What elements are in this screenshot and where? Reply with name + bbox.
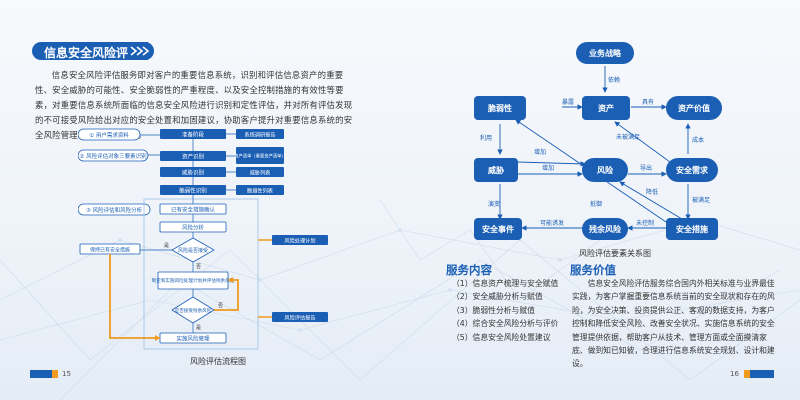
answer-label: 是 xyxy=(196,325,201,331)
svg-text:安全措施: 安全措施 xyxy=(676,224,708,234)
list-item: （4）综合安全风险分析与评价 xyxy=(452,319,559,329)
decision-risk-acceptable: 风险是否接受 xyxy=(178,247,208,254)
svg-text:安全需求: 安全需求 xyxy=(676,165,709,175)
chevrons-icon xyxy=(128,42,154,60)
edge-label: 增加 xyxy=(534,148,546,156)
edge-label: 被满足 xyxy=(692,196,710,204)
edge-label: 可能诱发 xyxy=(540,219,564,227)
diagram-node: 残余风险 xyxy=(582,218,628,240)
edge-label: 利用 xyxy=(480,134,492,142)
answer-label: 否 xyxy=(196,264,201,270)
flow-step: 风险分析 xyxy=(182,224,205,232)
svg-text:资产价值: 资产价值 xyxy=(678,103,710,113)
value-paragraph: 信息安全风险评估服务综合国内外相关标准与业界最佳实践，为客户掌握重要信息系统当前… xyxy=(572,279,775,369)
list-item: （2）安全威胁分析与赋值 xyxy=(452,292,543,302)
phase-label: ③ 风险评估和风险分析 xyxy=(78,203,151,216)
answer-label: 是 xyxy=(164,243,169,249)
list-item: （3）脆弱性分析与赋值 xyxy=(452,305,535,315)
diagram-node: 脆弱性 xyxy=(474,96,526,120)
side-label: 资产清单（重要资产清单） xyxy=(234,153,286,160)
footer-accent-left xyxy=(52,370,58,378)
edge-label: 成本 xyxy=(692,136,704,144)
footer-bar-left xyxy=(30,370,52,378)
flow-step: 脆弱性识别 xyxy=(179,187,207,195)
phase-label: ② 风险评估对象三要素识别 xyxy=(78,149,149,162)
edge-label: 暴露 xyxy=(562,99,574,106)
svg-text:威胁: 威胁 xyxy=(488,165,504,175)
footer-accent-right xyxy=(744,370,750,378)
svg-text:业务战略: 业务战略 xyxy=(589,48,622,58)
services-title: 服务内容 xyxy=(446,263,492,277)
decision-residual-risk: 是否接受残余风险 xyxy=(175,307,212,314)
diagram-node: 风险 xyxy=(582,158,628,182)
side-label: 系统调研报告 xyxy=(244,131,275,139)
diagram-node: 安全需求 xyxy=(666,158,718,182)
diagram-node: 资产价值 xyxy=(666,96,722,120)
side-label: 威胁列表 xyxy=(250,169,272,177)
page-number-right: 16 xyxy=(730,370,739,378)
diagram-node: 威胁 xyxy=(474,158,518,182)
page-number-left: 15 xyxy=(62,370,71,378)
edge-label: 演变 xyxy=(488,200,500,208)
flow-step: 准备阶段 xyxy=(182,131,205,139)
flow-step: 已有安全措施确认 xyxy=(171,206,216,214)
edge-label: 依赖 xyxy=(608,76,620,84)
risk-elements-diagram: 业务战略 脆弱性 资产 资产价值 威胁 风险 安全需求 安全事件 残余风险 安全… xyxy=(474,42,722,240)
flow-step: 实施风险管理 xyxy=(176,335,210,343)
diagram-node: 资产 xyxy=(582,96,630,120)
flow-step: 资产识别 xyxy=(182,153,204,161)
diagram-node: 安全事件 xyxy=(474,218,522,240)
svg-text:③ 风险评估和风险分析: ③ 风险评估和风险分析 xyxy=(86,206,143,214)
side-label: 风险评估报告 xyxy=(284,314,315,322)
services-list: （1）信息资产梳理与安全赋值 （2）安全威胁分析与赋值 （3）脆弱性分析与赋值 … xyxy=(452,277,558,344)
list-item: （5）信息安全风险处置建议 xyxy=(452,332,551,342)
list-item: （1）信息资产梳理与安全赋值 xyxy=(452,279,559,288)
phase-label: ① 用户需求资料 xyxy=(78,128,141,141)
svg-text:残余风险: 残余风险 xyxy=(589,224,622,234)
side-label: 风险处理计划 xyxy=(284,237,315,245)
footer-bar-right xyxy=(750,370,774,378)
flow-step: 制定和实施风险处理计划并评估残余风险 xyxy=(152,277,235,284)
diagram-node: 业务战略 xyxy=(576,42,634,64)
flow-step: 保持已有安全措施 xyxy=(90,247,130,254)
edge-label: 降低 xyxy=(646,188,658,196)
section-title: 信息安全风险评估 xyxy=(32,42,149,60)
answer-label: 否 xyxy=(218,303,223,309)
edge-label: 具有 xyxy=(642,98,654,106)
svg-text:风险: 风险 xyxy=(597,165,614,175)
svg-text:资产: 资产 xyxy=(598,103,614,113)
side-label: 脆弱性列表 xyxy=(247,187,274,195)
flow-step: 威胁识别 xyxy=(182,169,204,177)
svg-text:① 用户需求资料: ① 用户需求资料 xyxy=(89,131,129,139)
edge-label: 导出 xyxy=(640,164,652,172)
edge-label: 增加 xyxy=(542,164,554,172)
svg-text:② 风险评估对象三要素识别: ② 风险评估对象三要素识别 xyxy=(79,152,146,160)
edge-label: 未控制 xyxy=(636,219,654,227)
risk-assessment-flowchart: ① 用户需求资料 ② 风险评估对象三要素识别 ③ 风险评估和风险分析 准备阶段 … xyxy=(78,128,328,350)
edge-label: 抵御 xyxy=(590,200,602,208)
diagram-caption: 风险评估要素关系图 xyxy=(579,249,651,258)
flowchart-caption: 风险评估流程图 xyxy=(190,357,246,366)
svg-text:安全事件: 安全事件 xyxy=(482,224,514,234)
value-title: 服务价值 xyxy=(570,263,616,277)
svg-text:脆弱性: 脆弱性 xyxy=(487,103,512,113)
diagram-node: 安全措施 xyxy=(666,218,718,240)
edge-label: 未被满足 xyxy=(616,133,640,141)
